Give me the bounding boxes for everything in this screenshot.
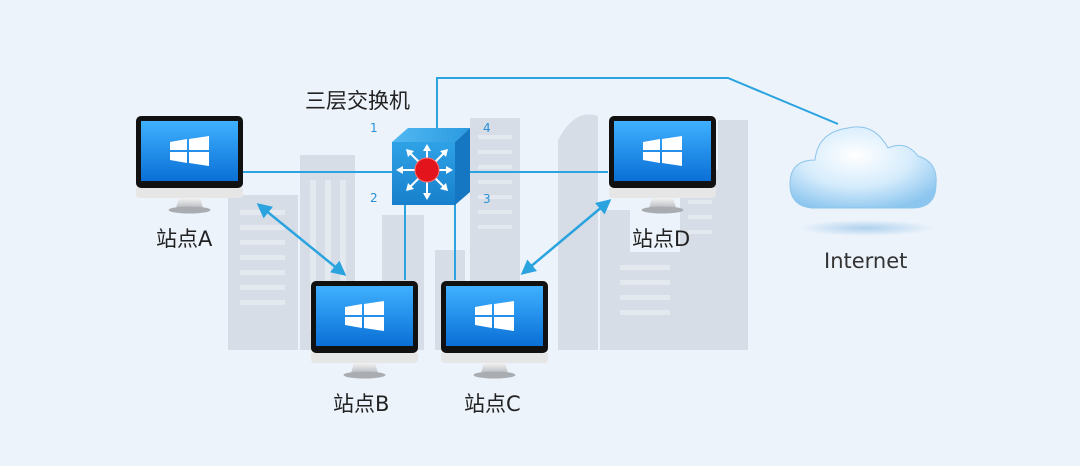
switch-title: 三层交换机: [305, 89, 410, 113]
windows-logo-icon: [345, 301, 384, 331]
switch-links: [242, 77, 839, 280]
station-c-computer: [441, 281, 548, 379]
switch-hub-icon: [414, 157, 440, 183]
traffic-arrows: [256, 199, 612, 276]
windows-logo-icon: [170, 136, 209, 166]
windows-logo-icon: [643, 136, 682, 166]
port-label-2: 2: [370, 191, 378, 205]
station-a-label: 站点A: [156, 227, 213, 251]
layer3-switch: [392, 128, 470, 205]
link-switch-internet: [436, 77, 839, 130]
port-label-4: 4: [483, 121, 491, 135]
station-b-computer: [311, 281, 418, 379]
windows-logo-icon: [475, 301, 514, 331]
station-b-label: 站点B: [333, 392, 389, 416]
port-label-3: 3: [483, 192, 491, 206]
cloud-icon: [789, 126, 937, 236]
station-d-computer: [609, 116, 716, 214]
arrow-c-d: [520, 199, 612, 275]
internet-label: Internet: [824, 249, 907, 273]
arrow-a-b: [256, 203, 347, 276]
station-a-computer: [136, 116, 243, 214]
port-label-1: 1: [370, 121, 378, 135]
station-d-label: 站点D: [632, 227, 690, 251]
station-c-label: 站点C: [464, 392, 521, 416]
